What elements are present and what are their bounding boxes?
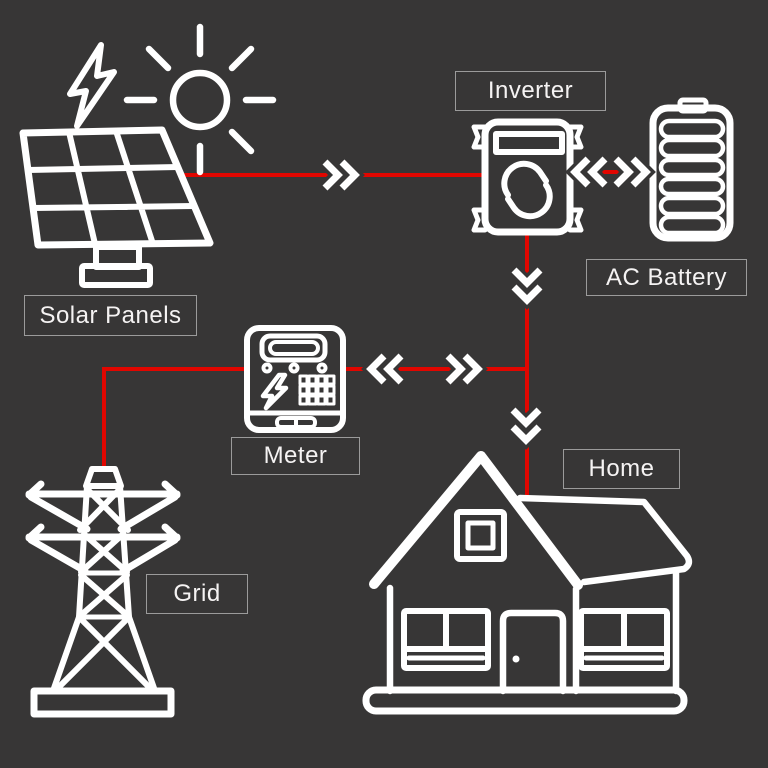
battery-icon bbox=[649, 97, 734, 242]
meter-keypad-icon bbox=[298, 374, 336, 406]
attic-window bbox=[454, 509, 507, 562]
arrow-left-battery-to-inverter bbox=[565, 154, 610, 190]
tower-crossarm-upper bbox=[25, 480, 181, 533]
house-extension-roof bbox=[516, 494, 693, 586]
lightning-icon bbox=[67, 42, 117, 129]
right-window bbox=[578, 608, 670, 671]
solar-panel-icon bbox=[19, 126, 214, 288]
door-knob bbox=[512, 655, 520, 663]
arrow-down-to-home bbox=[508, 405, 544, 450]
inverter-icon bbox=[471, 118, 584, 236]
label-inverter: Inverter bbox=[455, 71, 606, 111]
label-grid: Grid bbox=[146, 574, 248, 614]
label-home: Home bbox=[563, 449, 680, 489]
sync-arrows-icon bbox=[501, 160, 553, 220]
meter-lightning-icon bbox=[260, 372, 289, 411]
label-meter: Meter bbox=[231, 437, 360, 475]
house-base bbox=[362, 686, 688, 715]
arrow-left-to-meter bbox=[361, 351, 406, 387]
tower-crossarm-lower bbox=[25, 523, 181, 575]
label-ac-battery: AC Battery bbox=[586, 259, 747, 296]
house-gable-roof bbox=[369, 451, 583, 590]
arrow-down-inverter bbox=[509, 265, 545, 310]
transmission-tower-icon bbox=[25, 466, 181, 718]
arrow-right-from-meter bbox=[443, 351, 488, 387]
arrow-right-inverter-to-battery bbox=[611, 154, 656, 190]
left-window bbox=[401, 608, 491, 671]
sun-icon bbox=[123, 23, 277, 176]
smart-meter-icon bbox=[244, 325, 346, 433]
wire-meter-to-grid bbox=[102, 367, 247, 467]
door bbox=[499, 609, 567, 695]
flow-arrows-layer bbox=[320, 154, 656, 450]
battery-cells bbox=[658, 118, 726, 236]
label-solar-panels: Solar Panels bbox=[24, 295, 197, 336]
arrow-right-panel-to-inverter bbox=[320, 157, 365, 193]
house-icon bbox=[362, 451, 693, 715]
